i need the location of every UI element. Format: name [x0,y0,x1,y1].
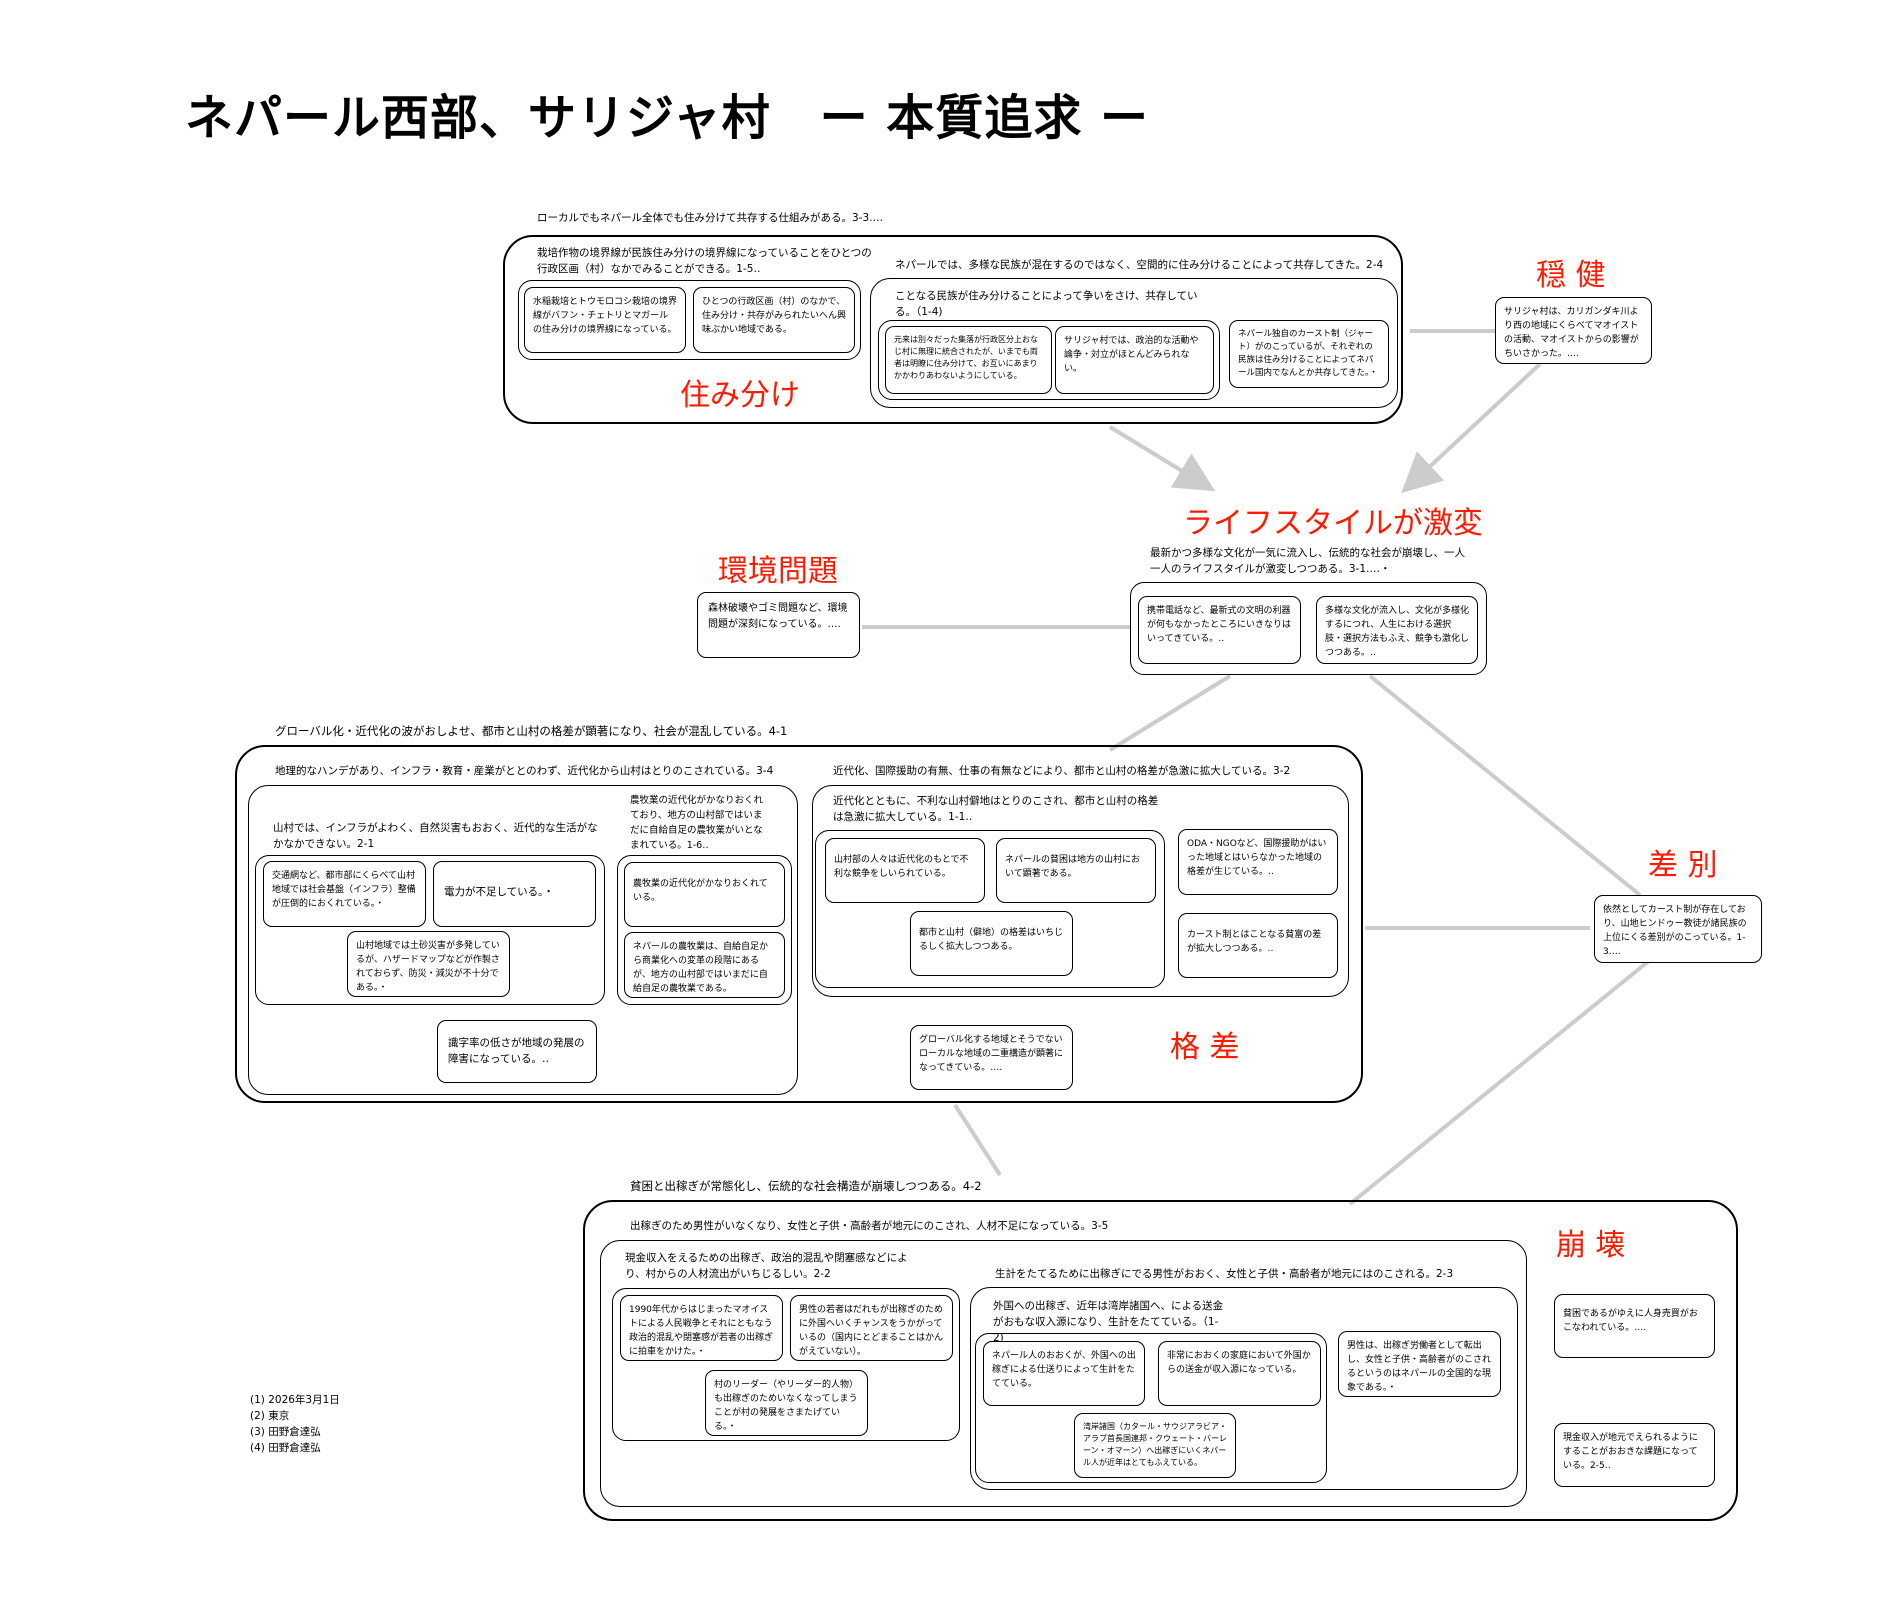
caste-card: カースト制とはことなる貧富の差が拡大しつつある。‥ [1178,913,1338,978]
connector-sabetsu-houkai [1348,958,1652,1206]
sumiwake-left-card-1: 水稲栽培とトウモロコシ栽培の境界線がバフン・チェトリとマガールの住み分けの境界線… [524,287,686,353]
abroad-label: 外国への出稼ぎ、近年は湾岸諸国へ、による送金がおもな収入源になり、生計をたててい… [993,1300,1224,1344]
infra-card-1: 交通網など、都市部にくらべて山村地域では社会基盤（インフラ）整備が圧倒的におくれ… [263,861,426,927]
page-title: ネパール西部、サリジャ村 ー 本質追求 ー [185,90,1150,146]
footnote-4: (4) 田野倉達弘 [250,1442,321,1454]
literacy-card: 識字率の低さが地域の発展の障害になっている。‥ [437,1020,597,1083]
houkai-left-subgroup [612,1288,960,1441]
sumiwake-inner-label: ことなる民族が住み分けることによって争いをさけ、共存している。（1-4) [895,290,1198,318]
lifestyle-label: 最新かつ多様な文化が一気に流入し、伝統的な社会が崩壊し、一人一人のライフスタイル… [1150,547,1465,575]
category-sumiwake: 住み分け [680,378,800,413]
houkai-left-card-2: 男性の若者はだれもが出稼ぎのために外国へいくチャンスをうかがっているの（国内にと… [790,1295,953,1361]
agri-card-2: ネパールの農牧業は、自給自足から商業化への変革の段階にあるが、地方の山村部ではい… [624,932,785,998]
sumiwake-top-label: ローカルでもネパール全体でも住み分けて共存する仕組みがある。3-3‥‥ [537,212,884,224]
category-lifestyle: ライフスタイルが激変 [1183,506,1483,541]
kakusa-left-label: 地理的なハンデがあり、インフラ・教育・産業がととのわず、近代化から山村はとりのこ… [275,765,774,777]
kakusa-left-subgroup [248,785,798,1095]
men-card: 男性は、出稼ぎ労働者として転出し、女性と子供・高齢者がのこされるというのはネパー… [1338,1331,1501,1397]
houkai-top-label: 貧困と出稼ぎが常態化し、伝統的な社会構造が崩壊しつつある。4-2 [630,1179,982,1193]
cash-card: 現金収入が地元でえられるようにすることがおおきな課題になっている。2-5‥ [1554,1423,1715,1487]
poverty-card: 貧困であるがゆえに人身売買がおこなわれている。‥‥ [1554,1294,1715,1358]
category-sabetsu: 差 別 [1648,848,1718,883]
houkai-right-subgroup [970,1287,1518,1490]
sumiwake-left-subgroup [518,280,861,360]
houkai-inner-label: 出稼ぎのため男性がいなくなり、女性と子供・高齢者が地元にのこされ、人材不足になっ… [630,1220,1109,1232]
kankyo-card: 森林破壊やゴミ問題など、環境問題が深刻になっている。‥‥ [697,592,860,658]
modern-card-1: 山村部の人々は近代化のもとで不利な競争をしいられている。 [825,838,985,903]
houkai-group [583,1200,1738,1521]
modern-card-2: ネパールの貧困は地方の山村において顕著である。 [996,838,1156,903]
houkai-left-card-1: 1990年代からはじまったマオイストによる人民戦争とそれにともなう政治的混乱や閉… [620,1295,783,1361]
category-kankyo: 環境問題 [718,554,838,589]
connector-onken-lifestyle [1401,362,1542,494]
global-card: グローバル化する地域とそうでないローカルな地域の二重構造が顕著になってきている。… [910,1025,1073,1090]
houkai-right-label: 生計をたてるために出稼ぎにでる男性がおおく、女性と子供・高齢者が地元にはのこされ… [995,1268,1454,1280]
abroad-card-3: 湾岸諸国（カタール・サウジアラビア・アラブ首長国連邦・クウェート・バーレーン・オ… [1074,1413,1236,1478]
sumiwake-group [503,235,1403,424]
houkai-left-label: 現金収入をえるための出稼ぎ、政治的混乱や閉塞感などにより、村からの人材流出がいち… [625,1252,908,1280]
onken-card: サリジャ村は、カリガンダキ川より西の地域にくらべてマオイストの活動、マオイストか… [1495,297,1652,364]
sumiwake-right-subgroup [870,278,1398,408]
sumiwake-left-label: 栽培作物の境界線が民族住み分けの境界線になっていることをひとつの行政区画（村）な… [537,247,872,275]
connector-kakusa-houkai [953,1103,1002,1177]
kakusa-right-subgroup [812,785,1349,997]
infra-subgroup [255,855,605,1005]
kakusa-group [235,745,1363,1103]
sumiwake-right-label: ネパールでは、多様な民族が混在するのではなく、空間的に住み分けることによって共存… [895,259,1384,271]
connector-lifestyle-kakusa [1108,674,1232,752]
connector-lifestyle-sabetsu [1368,674,1642,897]
sabetsu-card: 依然としてカースト制が存在しており、山地ヒンドゥー教徒が諸民族の上位にくる差別が… [1594,895,1762,963]
footnote-1: (1) 2026年3月1日 [250,1394,340,1406]
sumiwake-right-card: ネパール独自のカースト制（ジャート）がのこっているが、それぞれの民族は住み分ける… [1229,320,1389,388]
abroad-subgroup [975,1333,1327,1483]
modern-label: 近代化とともに、不利な山村僻地はとりのこされ、都市と山村の格差は急激に拡大してい… [833,795,1159,823]
footnote-2: (2) 東京 [250,1410,290,1422]
sumiwake-left-card-2: ひとつの行政区画（村）のなかで、住み分け・共存がみられたいへん興味ぶかい地域であ… [693,287,855,353]
infra-card-3: 山村地域では土砂災害が多発しているが、ハザードマップなどが作製されておらず、防災… [347,931,510,997]
agri-subgroup [617,855,792,1005]
lifestyle-card-1: 携帯電話など、最新式の文明の利器が何もなかったところにいきなりはいってきている。… [1138,596,1301,664]
lifestyle-group [1130,582,1487,675]
footnote-3: (3) 田野倉達弘 [250,1426,321,1438]
kakusa-top-label: グローバル化・近代化の波がおしよせ、都市と山村の格差が顕著になり、社会が混乱して… [275,724,788,738]
sumiwake-inner-card-2: サリジャ村では、政治的な活動や論争・対立がほとんどみられない。 [1055,326,1214,394]
abroad-card-1: ネパール人のおおくが、外国への出稼ぎによる仕送りによって生計をたてている。 [983,1341,1145,1406]
sumiwake-inner-subgroup [878,320,1220,400]
lifestyle-card-2: 多様な文化が流入し、文化が多様化するにつれ、人生における選択肢・選択方法もふえ、… [1316,596,1478,664]
modern-subgroup [815,830,1165,988]
connector-sumiwake-lifestyle [1108,425,1216,492]
abroad-card-2: 非常におおくの家庭において外国からの送金が収入源になっている。 [1158,1341,1321,1406]
houkai-inner-subgroup [600,1240,1527,1507]
category-kakusa: 格 差 [1170,1030,1240,1065]
infra-label: 山村では、インフラがよわく、自然災害もおおく、近代的な生活がなかなかできない。2… [273,822,598,850]
kakusa-right-label: 近代化、国際援助の有無、仕事の有無などにより、都市と山村の格差が急激に拡大してい… [833,765,1291,777]
houkai-left-card-3: 村のリーダー（やリーダー的人物）も出稼ぎのためいなくなってしまうことが村の発展を… [705,1370,868,1436]
infra-card-2: 電力が不足している。・ [433,861,596,927]
category-houkai: 崩 壊 [1556,1228,1626,1263]
ngo-card: ODA・NGOなど、国際援助がはいった地域とはいらなかった地域の格差が生じている… [1178,829,1338,895]
agri-label: 農牧業の近代化がかなりおくれており、地方の山村部ではいまだに自給自足の農牧業がい… [630,795,764,851]
modern-card-3: 都市と山村（僻地）の格差はいちじるしく拡大しつつある。 [910,911,1073,976]
agri-card-1: 農牧業の近代化がかなりおくれている。 [624,862,785,927]
sumiwake-inner-card-1: 元来は別々だった集落が行政区分上おなじ村に無理に統合されたが、いまでも両者は明瞭… [885,326,1052,394]
category-onken: 穏 健 [1536,258,1606,293]
